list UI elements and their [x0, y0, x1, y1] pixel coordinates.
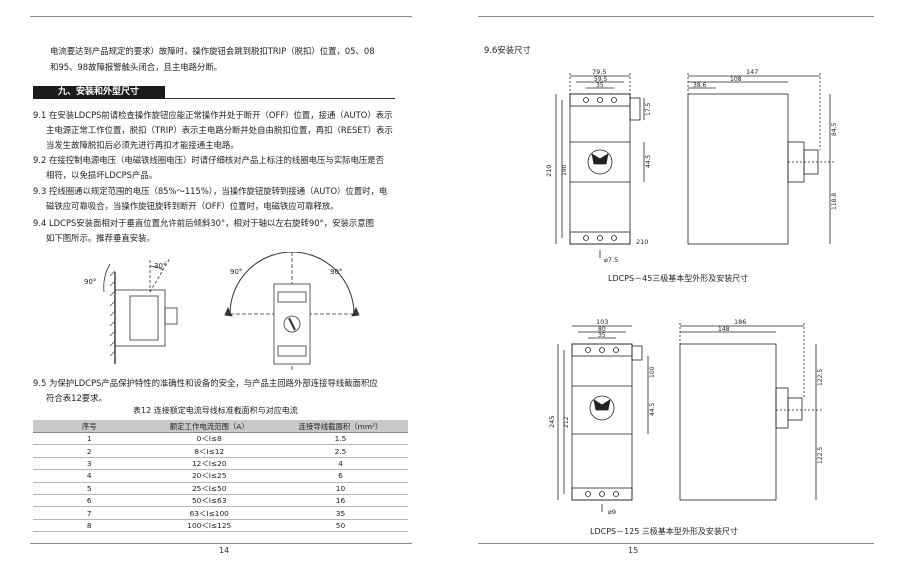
- table-cell: 3: [33, 457, 146, 471]
- angle-label-90-rot-right: 90°: [330, 268, 342, 276]
- para-9-5-line-2: 符合表12要求。: [46, 393, 107, 403]
- mounting-angle-diagram: 30° 90° 90° 90°: [84, 252, 360, 370]
- angle-label-30: 30°: [154, 262, 166, 270]
- para-9-5-line-1: 9.5 为保护LDCPS产品保护特性的准确性和设备的安全，与产品主回路外部连接导…: [33, 378, 378, 388]
- fig2-dim-35: 35: [598, 332, 606, 339]
- section-underline: [165, 98, 395, 99]
- table-cell: 35: [273, 506, 408, 520]
- intro-line-2: 和95、98故障报警触头闭合，且主电路分断。: [50, 62, 223, 72]
- table-cell: 50: [273, 519, 408, 533]
- para-9-3-line-1: 9.3 控线圈通以规定范围的电压（85%～115%），当操作旋钮旋转到接通（AU…: [33, 186, 388, 196]
- fig2-dim-148: 148: [718, 326, 730, 333]
- rotation-diagram: [224, 252, 360, 370]
- table-cell: 6: [273, 469, 408, 483]
- fig1-dim-108: 108: [730, 76, 742, 83]
- angle-label-90-left: 90°: [84, 278, 96, 286]
- table-cell: 2: [33, 444, 146, 458]
- para-9-2-line-1: 9.2 在接控制电源电压（电磁铁线圈电压）时请仔细核对产品上标注的线圈电压与实际…: [33, 155, 384, 165]
- table-cell: 25＜I≤50: [145, 482, 273, 495]
- angle-label-90-rot-left: 90°: [230, 268, 242, 276]
- right-page-top-rule: [478, 16, 874, 17]
- fig2-dim-103: 103: [596, 318, 608, 326]
- fig1-dim-210-height: 210: [545, 165, 553, 177]
- table-cell: 50＜I≤63: [145, 494, 273, 508]
- fig1-dim-59-5: 59.5: [594, 76, 608, 83]
- fig1-dim-84-5: 84.5: [831, 122, 838, 136]
- table-title: 表12 连接额定电流导线标准截面积与对应电流: [133, 406, 298, 415]
- table-cell: 5: [33, 482, 146, 495]
- fig2-dim-212: 212: [563, 416, 570, 428]
- fig1-dimension-drawing: 79.5 59.5 35 210 190 17.5 44.5 210 ⌀7.5 …: [545, 68, 838, 264]
- tilt-diagram: [103, 257, 178, 364]
- fig2-dim-122-5-bottom: 122.5: [817, 447, 824, 464]
- left-page-bottom-rule: [30, 543, 412, 544]
- table-cell: 1: [33, 432, 146, 446]
- table-cell: 8: [33, 519, 146, 533]
- table-header-section: 连接导线截面积（mm²）: [273, 420, 408, 433]
- table-cell: 12＜I≤20: [145, 457, 273, 471]
- fig2-dim-245: 245: [548, 416, 556, 428]
- fig2-dim-44-5: 44.5: [649, 402, 656, 416]
- table-cell: 4: [33, 469, 146, 483]
- fig2-dim-122-5-top: 122.5: [817, 369, 824, 386]
- fig2-dim-80: 80: [598, 326, 606, 333]
- fig2-caption: LDCPS－125 三极基本型外形及安装尺寸: [590, 527, 738, 536]
- para-9-1-line-3: 当发生故障脱扣后必须先进行再扣才能接通主电路。: [46, 140, 239, 150]
- fig2-dim-100: 100: [649, 366, 656, 378]
- fig1-dim-38-6: 38.6: [693, 82, 707, 89]
- table-header-current: 额定工作电流范围（A）: [145, 420, 273, 433]
- fig1-caption: LDCPS－45三极基本型外形及安装尺寸: [608, 274, 749, 283]
- fig2-dimension-drawing: 103 80 35 245 212 100 44.5 ⌀9 186 148 12…: [548, 318, 824, 516]
- para-9-1-line-2: 主电源正常工作位置，脱扣（TRIP）表示主电路分断并处自由脱扣位置，再扣（RES…: [46, 125, 393, 135]
- section-title: 九、安装和外型尺寸: [58, 87, 140, 97]
- table-cell: 100＜I≤125: [145, 519, 273, 533]
- table-cell: 1.5: [273, 432, 408, 446]
- fig1-dim-147: 147: [746, 68, 758, 76]
- right-page-bottom-rule: [478, 543, 874, 544]
- para-9-3-line-2: 磁铁应可靠吸合，当操作旋钮旋转到断开（OFF）位置时，电磁铁应可靠释放。: [46, 201, 339, 211]
- table-cell: 20＜I≤25: [145, 469, 273, 483]
- fig2-hole-diameter: ⌀9: [608, 508, 616, 516]
- table-cell: 0＜I≤8: [145, 432, 273, 446]
- table-header-row: 序号 额定工作电流范围（A） 连接导线截面积（mm²）: [33, 420, 408, 433]
- table-cell: 8＜I≤12: [145, 444, 273, 458]
- table-cell: 7: [33, 506, 146, 520]
- right-page-heading: 9.6安装尺寸: [484, 45, 531, 55]
- right-page-number: 15: [628, 546, 639, 555]
- fig1-dim-79-5: 79.5: [592, 68, 606, 76]
- left-page-number: 14: [219, 546, 230, 555]
- intro-line-1: 电流要达到产品规定的要求）故障时，操作旋钮会跳到脱扣TRIP（脱扣）位置，05、…: [50, 46, 375, 56]
- section-title-bar: [33, 86, 165, 99]
- fig1-dim-17-5: 17.5: [645, 102, 652, 116]
- para-9-4-line-2: 如下图所示。推荐垂直安装。: [46, 233, 155, 243]
- para-9-2-line-2: 相符，以免损坏LDCPS产品。: [46, 170, 158, 180]
- table-cell: 2.5: [273, 444, 408, 458]
- table-cell: 6: [33, 494, 146, 508]
- table-header-index: 序号: [33, 420, 146, 433]
- table-cell: 10: [273, 482, 408, 495]
- fig1-dim-190: 190: [561, 164, 568, 176]
- table-cell: 16: [273, 494, 408, 508]
- fig1-dim-210-bottom: 210: [636, 238, 648, 246]
- left-page-top-rule: [30, 16, 412, 17]
- table-cell: 63＜I≤100: [145, 506, 273, 520]
- fig1-hole-diameter: ⌀7.5: [604, 256, 618, 264]
- para-9-1-line-1: 9.1 在安装LDCPS前请检查操作旋钮应能正常操作并处于断开（OFF）位置，接…: [33, 110, 393, 120]
- fig1-dim-118-8: 118.8: [831, 193, 838, 210]
- fig2-dim-186: 186: [734, 318, 746, 326]
- fig1-dim-44-5: 44.5: [645, 154, 652, 168]
- para-9-4-line-1: 9.4 LDCPS安装面相对于垂直位置允许前后倾斜30°，相对于轴以左右旋转90…: [33, 218, 374, 228]
- table-cell: 4: [273, 457, 408, 471]
- fig1-dim-35: 35: [596, 82, 604, 89]
